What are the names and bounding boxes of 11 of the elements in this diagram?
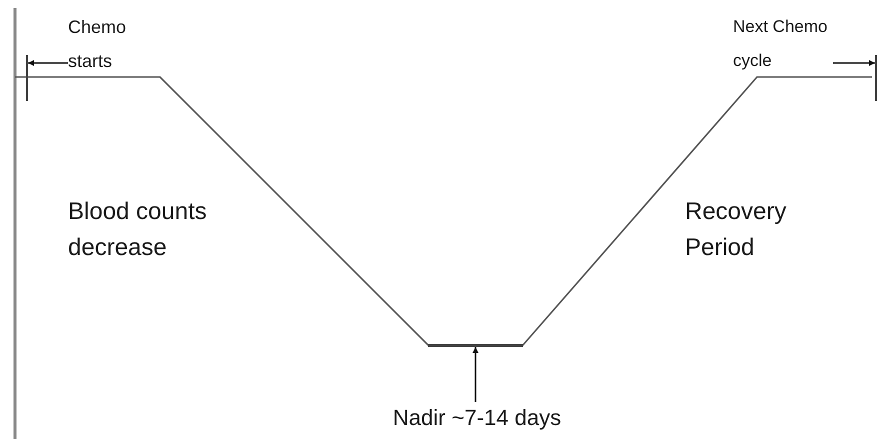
arrow: [28, 60, 68, 66]
phase-label: Next Chemo cycle: [733, 16, 828, 72]
nadir-segment: [428, 344, 523, 347]
arrow: [833, 60, 875, 66]
phase-label: Recovery Period: [685, 197, 788, 263]
nadir-label: Nadir ~7-14 days: [392, 404, 562, 432]
phase-label: Chemo starts: [68, 16, 128, 73]
phase-label: Blood counts decrease: [68, 197, 208, 263]
tick-mark: [26, 55, 28, 101]
tick-mark: [875, 55, 877, 101]
arrow: [472, 347, 478, 402]
